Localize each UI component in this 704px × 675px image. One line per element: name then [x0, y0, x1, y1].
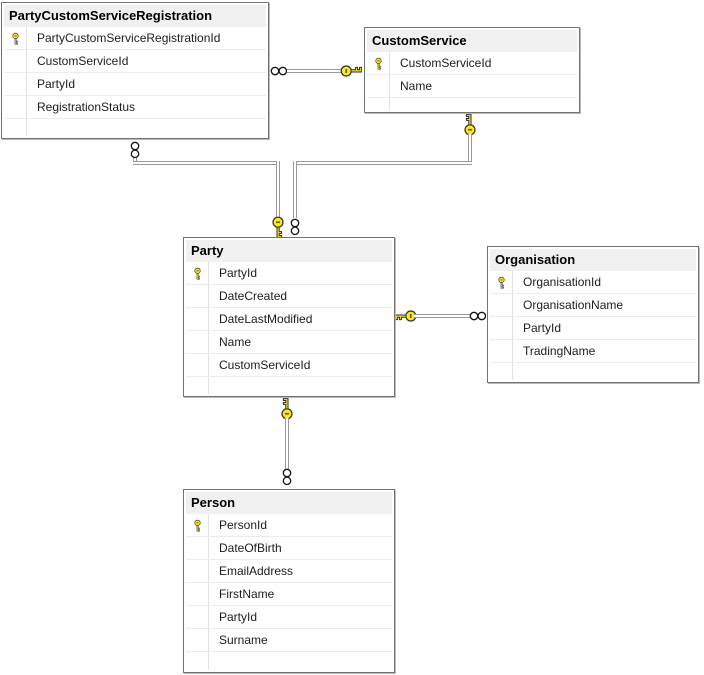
column-name: CustomServiceId	[400, 56, 492, 70]
column-name: PartyId	[219, 610, 258, 624]
key-icon	[340, 60, 362, 82]
column-name: CustomServiceId	[219, 358, 311, 372]
infinity-icon	[290, 218, 300, 236]
column-row[interactable]: PartyId	[186, 606, 392, 629]
table-title[interactable]: Party	[186, 240, 392, 262]
column-row[interactable]: Name	[186, 331, 392, 354]
column-divider	[512, 271, 513, 380]
column-row[interactable]: OrganisationName	[490, 294, 696, 317]
infinity-icon	[270, 66, 288, 76]
column-name: TradingName	[523, 344, 596, 358]
infinity-icon	[280, 467, 294, 487]
column-name: Name	[219, 335, 252, 349]
relationship-line	[133, 161, 280, 165]
column-name: PartyCustomServiceRegistrationId	[37, 31, 221, 45]
infinity-icon	[282, 468, 292, 486]
column-row[interactable]: DateCreated	[186, 285, 392, 308]
column-row[interactable]: EmailAddress	[186, 560, 392, 583]
column-name: DateCreated	[219, 289, 288, 303]
key-icon	[374, 57, 382, 69]
relationship-line	[276, 161, 280, 218]
column-row[interactable]: TradingName	[490, 340, 696, 363]
relationship-line	[285, 418, 289, 470]
primary-key-icon	[186, 518, 208, 533]
relationship-line	[414, 314, 470, 318]
column-row[interactable]: Surname	[186, 629, 392, 652]
column-name: PartyId	[219, 266, 258, 280]
infinity-icon	[288, 217, 302, 237]
relationship-line	[468, 134, 472, 165]
column-name: DateLastModified	[219, 312, 313, 326]
key-icon	[497, 276, 505, 288]
column-name: Name	[400, 79, 433, 93]
column-name: RegistrationStatus	[37, 100, 136, 114]
relationship-line	[287, 69, 341, 73]
column-name: OrganisationId	[523, 275, 602, 289]
column-divider	[208, 514, 209, 670]
column-name: OrganisationName	[523, 298, 624, 312]
column-row[interactable]: RegistrationStatus	[4, 96, 266, 119]
table-title[interactable]: CustomService	[367, 30, 577, 52]
column-name: Surname	[219, 633, 268, 647]
infinity-icon	[269, 64, 289, 78]
column-row[interactable]: FirstName	[186, 583, 392, 606]
relationship-line	[293, 161, 297, 218]
key-icon	[395, 305, 417, 327]
column-row[interactable]: PartyId	[186, 262, 392, 285]
key-icon	[193, 519, 201, 531]
table-title[interactable]: PartyCustomServiceRegistration	[4, 5, 266, 27]
primary-key-icon	[367, 56, 389, 71]
primary-key-icon	[4, 31, 26, 46]
column-row[interactable]: CustomServiceId	[367, 52, 577, 75]
primary-key-icon	[186, 266, 208, 281]
column-row[interactable]: DateLastModified	[186, 308, 392, 331]
infinity-icon	[468, 309, 488, 323]
key-icon	[281, 398, 293, 420]
key-icon	[277, 398, 297, 420]
column-name: DateOfBirth	[219, 541, 282, 555]
column-row[interactable]: Name	[367, 75, 577, 98]
column-name: CustomServiceId	[37, 54, 129, 68]
table-title[interactable]: Organisation	[490, 249, 696, 271]
column-row[interactable]: PartyId	[4, 73, 266, 96]
infinity-icon	[469, 311, 487, 321]
column-name: EmailAddress	[219, 564, 294, 578]
column-row[interactable]: PersonId	[186, 514, 392, 537]
key-icon	[464, 114, 476, 136]
column-name: PersonId	[219, 518, 268, 532]
column-name: FirstName	[219, 587, 275, 601]
key-icon	[340, 65, 362, 77]
column-row[interactable]: PartyId	[490, 317, 696, 340]
column-divider	[26, 27, 27, 136]
column-row[interactable]: CustomServiceId	[186, 354, 392, 377]
column-divider	[208, 262, 209, 394]
infinity-icon	[130, 141, 140, 159]
column-name: PartyId	[37, 77, 76, 91]
key-icon	[268, 216, 288, 238]
column-row[interactable]: OrganisationId	[490, 271, 696, 294]
column-row[interactable]: PartyCustomServiceRegistrationId	[4, 27, 266, 50]
relationship-line	[293, 161, 472, 165]
key-icon	[11, 32, 19, 44]
key-icon	[272, 216, 284, 238]
primary-key-icon	[490, 275, 512, 290]
key-icon	[460, 114, 480, 136]
table-partycustomserviceregistration[interactable]: PartyCustomServiceRegistration PartyCust…	[1, 2, 269, 139]
column-row[interactable]: DateOfBirth	[186, 537, 392, 560]
infinity-icon	[128, 140, 142, 160]
column-row[interactable]: CustomServiceId	[4, 50, 266, 73]
column-name: PartyId	[523, 321, 562, 335]
key-icon	[193, 267, 201, 279]
table-title[interactable]: Person	[186, 492, 392, 514]
column-divider	[389, 52, 390, 110]
